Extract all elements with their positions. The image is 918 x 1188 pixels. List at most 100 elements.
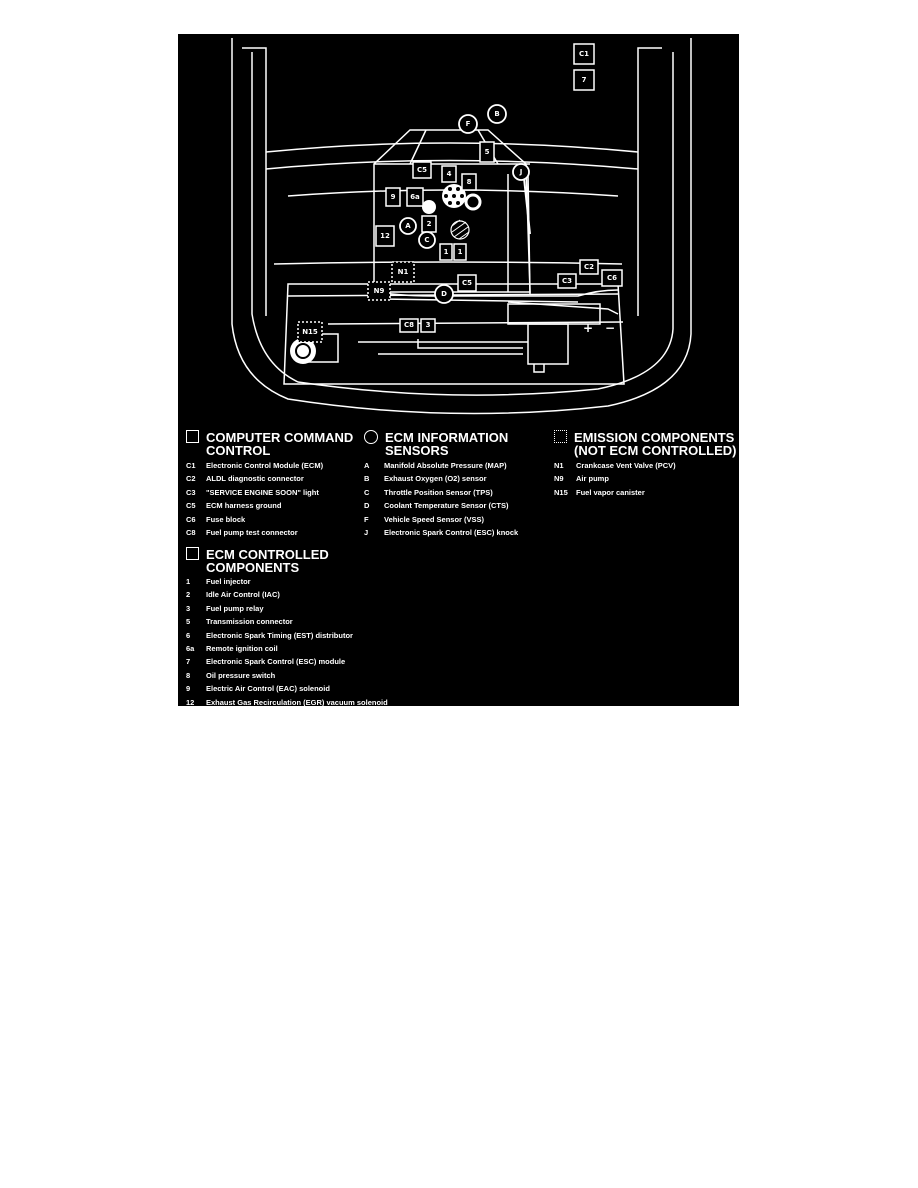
callout-9-box (385, 187, 401, 207)
callout-n15-box (297, 321, 323, 343)
dotted-callouts (297, 261, 415, 343)
square-callouts (375, 43, 623, 333)
callout-b-circle (487, 104, 507, 124)
callout-n9-box (367, 281, 391, 301)
circle-symbol-icon (364, 430, 378, 444)
callout-1a-box (439, 243, 453, 261)
callout-j-circle (512, 163, 530, 181)
fuel-canister (290, 338, 316, 364)
legend-emission-heading: EMISSION COMPONENTS (NOT ECM CONTROLLED) (554, 430, 736, 458)
label-7: 7 (582, 76, 587, 84)
legend-emission-title: EMISSION COMPONENTS (NOT ECM CONTROLLED) (574, 430, 737, 458)
callout-f-circle (458, 114, 478, 134)
callout-6a-box (406, 187, 424, 207)
label-9: 9 (391, 193, 396, 201)
label-c: C (424, 236, 429, 244)
legend-ecm-sensors-title: ECM INFORMATION SENSORS (385, 430, 509, 458)
callout-12-box (375, 225, 395, 247)
label-n15: N15 (302, 328, 318, 336)
legend-ecm-controlled-heading: ECM CONTROLLED COMPONENTS (186, 547, 371, 575)
dotted-square-symbol-icon (554, 430, 567, 443)
label-4: 4 (447, 170, 452, 178)
callout-n1-box (391, 261, 415, 283)
throttle-body (450, 219, 470, 240)
callout-c8-box (399, 318, 419, 333)
engine-compartment-diagram: C1 7 B F J A C D 5 C5 4 8 9 6a 2 12 1 1 … (231, 38, 692, 415)
legend-item: C3"SERVICE ENGINE SOON" light (186, 487, 319, 497)
circle-callouts (399, 104, 530, 304)
vehicle-body-outline (231, 38, 692, 415)
legend-ecm-controlled-title: ECM CONTROLLED COMPONENTS (206, 547, 329, 575)
label-a: A (405, 222, 411, 230)
callout-c5a-box (412, 161, 432, 179)
callout-c6-box (601, 269, 623, 287)
legend-computer-command-title: COMPUTER COMMAND CONTROL (206, 430, 354, 458)
label-c2: C2 (584, 263, 594, 271)
callout-c1-box (573, 43, 595, 65)
label-c3: C3 (562, 277, 572, 285)
knock-sensor-wire (523, 177, 531, 235)
legend-computer-command-heading: COMPUTER COMMAND CONTROL (186, 430, 371, 458)
legend-ecm-sensors-heading: ECM INFORMATION SENSORS (364, 430, 544, 458)
battery-area (507, 303, 601, 373)
label-n9: N9 (374, 287, 385, 295)
label-3: 3 (426, 321, 431, 329)
label-c6: C6 (607, 274, 617, 282)
callout-3-box (420, 318, 436, 333)
square-symbol-icon (186, 430, 199, 443)
callout-c-circle (418, 231, 436, 249)
label-12: 12 (380, 232, 390, 240)
callout-1b-box (453, 243, 467, 261)
label-c5a: C5 (417, 166, 427, 174)
label-j: J (519, 168, 523, 176)
diagram-panel: C1 7 B F J A C D 5 C5 4 8 9 6a 2 12 1 1 … (178, 34, 739, 706)
label-f: F (466, 120, 471, 128)
label-6a: 6a (410, 193, 420, 201)
label-minus: − (605, 321, 615, 335)
label-2: 2 (427, 220, 432, 228)
callout-a-circle (399, 217, 417, 235)
callout-c3-box (557, 273, 577, 289)
label-c8: C8 (404, 321, 414, 329)
callout-d-circle (434, 284, 454, 304)
callout-4-box (441, 165, 457, 183)
label-c5b: C5 (462, 279, 472, 287)
label-d: D (441, 290, 447, 298)
label-plus: + (583, 321, 593, 335)
label-1a: 1 (444, 248, 449, 256)
callout-8-box (461, 173, 477, 191)
callout-5-box (479, 141, 495, 163)
label-b: B (494, 110, 499, 118)
label-c1: C1 (579, 50, 589, 58)
label-5: 5 (485, 148, 490, 156)
callout-c5b-box (457, 274, 477, 292)
label-n1: N1 (398, 268, 409, 276)
callout-c2-box (579, 259, 599, 275)
distributor (422, 184, 482, 214)
